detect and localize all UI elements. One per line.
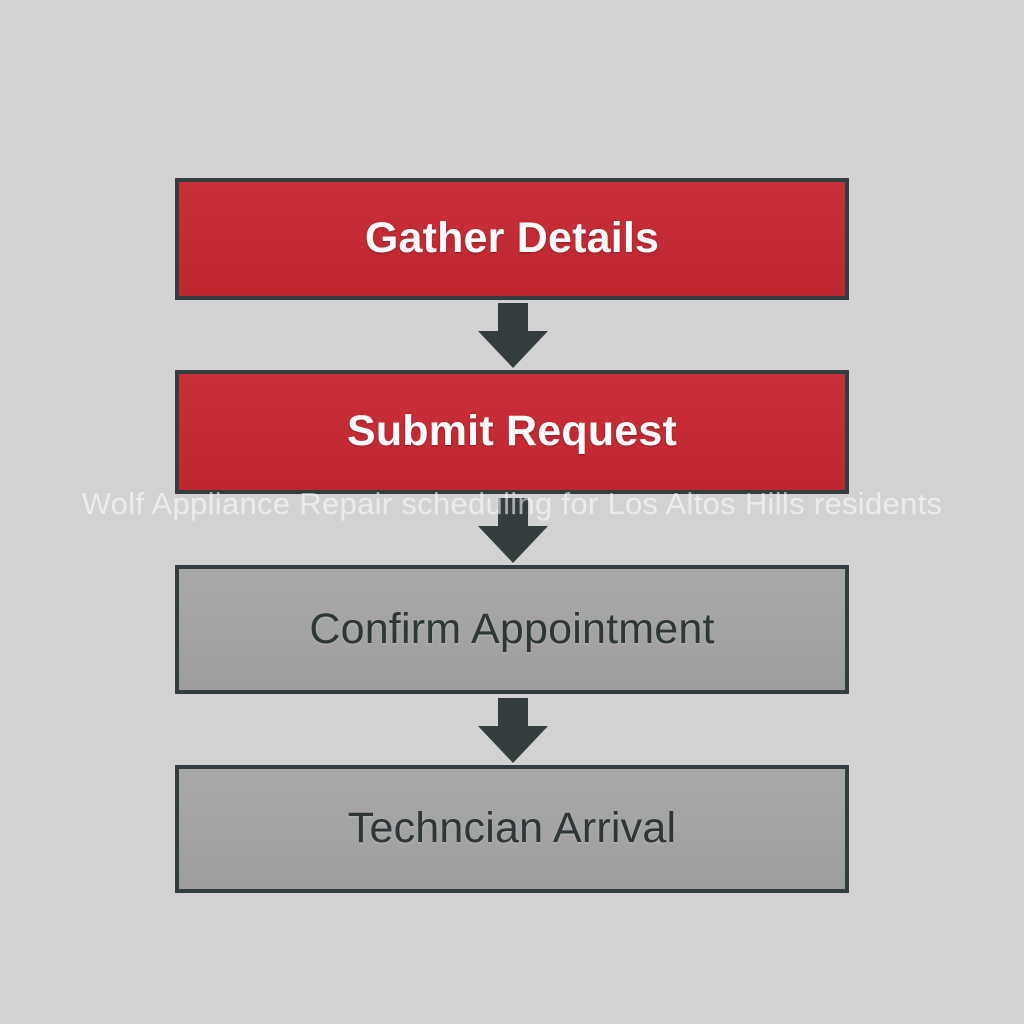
flow-node-submit-request[interactable]: Submit Request: [175, 370, 849, 494]
flow-node-label: Gather Details: [364, 214, 660, 263]
flow-connector-arrow-down: [478, 498, 548, 563]
arrow-down-icon: [478, 698, 548, 763]
arrow-down-icon: [478, 303, 548, 368]
flow-node-confirm-appointment[interactable]: Confirm Appointment: [175, 565, 849, 694]
arrow-down-icon: [478, 498, 548, 563]
flow-node-technician-arrival[interactable]: Techncian Arrival: [175, 765, 849, 893]
flow-node-gather-details[interactable]: Gather Details: [175, 178, 849, 300]
flow-connector-arrow-down: [478, 698, 548, 763]
flow-node-label: Confirm Appointment: [309, 604, 715, 653]
flow-connector-arrow-down: [478, 303, 548, 368]
flow-node-label: Submit Request: [346, 407, 678, 456]
flow-node-label: Techncian Arrival: [347, 804, 677, 853]
